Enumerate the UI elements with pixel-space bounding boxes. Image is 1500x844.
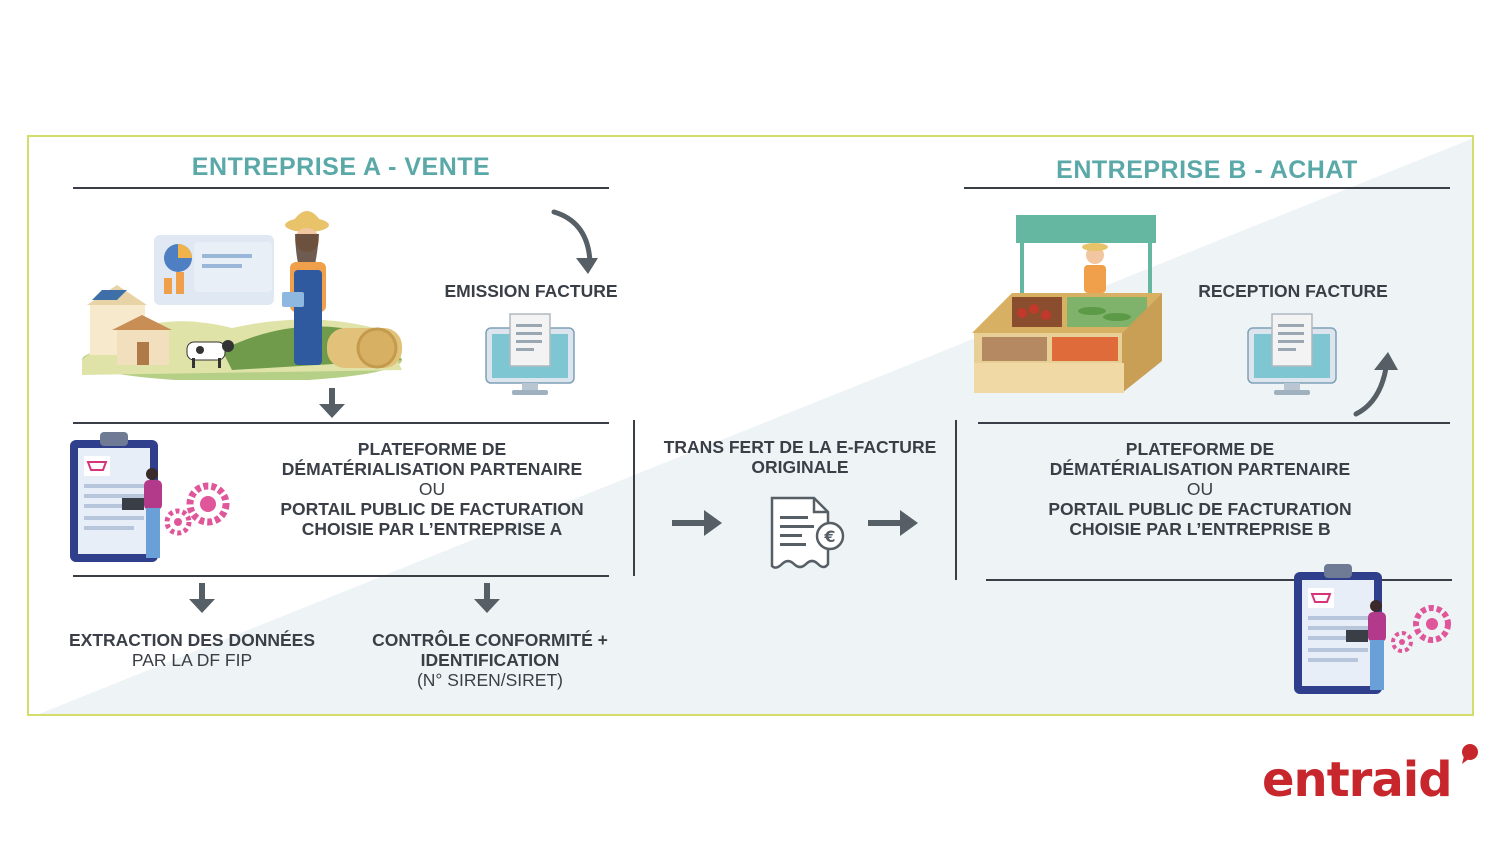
- diagonal-background: [38, 138, 1472, 714]
- arrow-right-icon: [868, 510, 918, 536]
- portal-line2: CHOISIE PAR L’ENTREPRISE A: [301, 519, 563, 539]
- entraid-logo: entraid: [1262, 756, 1453, 804]
- control-line1: CONTRÔLE CONFORMITÉ +: [372, 630, 608, 650]
- extraction-label: EXTRACTION DES DONNÉES PAR LA DF FIP: [42, 630, 342, 670]
- farm-illustration: [82, 211, 402, 380]
- computer-invoice-icon: [1247, 313, 1337, 395]
- gear-icon: [164, 482, 230, 536]
- clipboard-person-icon: [70, 432, 162, 562]
- curved-arrow-icon: [1353, 352, 1398, 417]
- arrow-right-icon: [672, 510, 722, 536]
- platform-label-b: PLATEFORME DE DÉMATÉRIALISATION PARTENAI…: [1000, 439, 1400, 539]
- portal-line1: PORTAIL PUBLIC DE FACTURATION: [280, 499, 584, 519]
- platform-line2: DÉMATÉRIALISATION PARTENAIRE: [281, 459, 583, 479]
- invoice-euro-icon: €: [770, 496, 845, 569]
- diagram-frame: [27, 135, 1474, 716]
- transfer-label: TRANS FERT DE LA E-FACTURE ORIGINALE: [650, 437, 950, 477]
- company-b-title: ENTREPRISE B - ACHAT: [1056, 156, 1358, 184]
- divider: [73, 422, 609, 424]
- logo-text: entraid: [1262, 752, 1453, 808]
- control-label: CONTRÔLE CONFORMITÉ + IDENTIFICATION (N°…: [340, 630, 640, 690]
- company-a-title: ENTREPRISE A - VENTE: [191, 153, 491, 181]
- market-stall-illustration: [972, 215, 1162, 393]
- divider: [73, 187, 609, 189]
- divider: [986, 579, 1452, 581]
- portal-line1: PORTAIL PUBLIC DE FACTURATION: [1048, 499, 1352, 519]
- divider: [978, 422, 1450, 424]
- divider: [73, 575, 609, 577]
- euro-symbol: €: [823, 527, 835, 546]
- extraction-line1: EXTRACTION DES DONNÉES: [69, 630, 315, 650]
- platform-line2: DÉMATÉRIALISATION PARTENAIRE: [1049, 459, 1351, 479]
- platform-line1: PLATEFORME DE: [357, 439, 507, 459]
- or-label: OU: [1186, 479, 1214, 499]
- reception-label: RECEPTION FACTURE: [1198, 281, 1388, 301]
- or-label: OU: [418, 479, 446, 499]
- arrow-down-icon: [189, 583, 215, 613]
- logo-bubble-icon: [1462, 744, 1478, 764]
- extraction-line2: PAR LA DF FIP: [131, 650, 253, 670]
- arrow-down-icon: [319, 388, 345, 418]
- arrow-down-icon: [474, 583, 500, 613]
- clipboard-person-icon: [1294, 564, 1451, 694]
- computer-invoice-icon: [485, 313, 575, 395]
- control-line3: (N° SIREN/SIRET): [416, 670, 564, 690]
- portal-line2: CHOISIE PAR L’ENTREPRISE B: [1069, 519, 1331, 539]
- emission-label: EMISSION FACTURE: [444, 281, 618, 301]
- divider: [964, 187, 1450, 189]
- bracket-right: [955, 420, 957, 580]
- curved-arrow-icon: [551, 209, 598, 274]
- control-line2: IDENTIFICATION: [420, 650, 560, 670]
- transfer-line1: TRANS FERT DE LA E-FACTURE: [663, 437, 937, 457]
- platform-line1: PLATEFORME DE: [1125, 439, 1275, 459]
- platform-label-a: PLATEFORME DE DÉMATÉRIALISATION PARTENAI…: [232, 439, 632, 539]
- bracket-left: [633, 420, 635, 576]
- transfer-line2: ORIGINALE: [751, 457, 849, 477]
